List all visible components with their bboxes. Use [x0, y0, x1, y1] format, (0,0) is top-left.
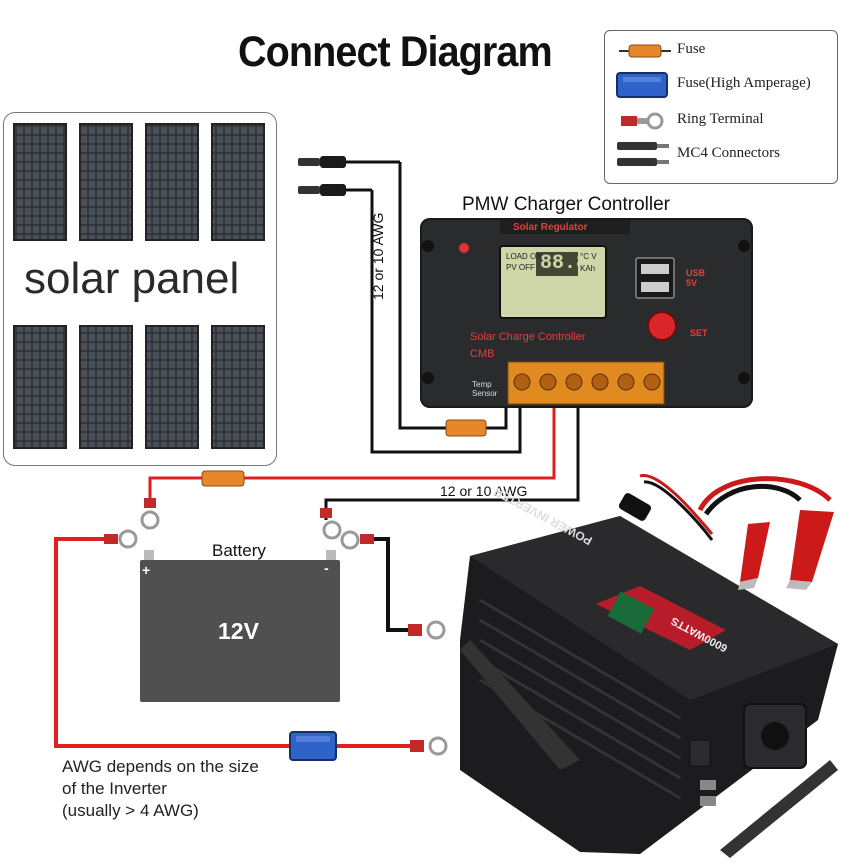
legend-item-mc4: MC4 Connectors: [605, 141, 837, 169]
legend-item-fuse: Fuse: [605, 37, 837, 65]
alligator-clip-cable: [697, 476, 834, 590]
fuse-icon: [619, 44, 671, 58]
temp-sensor-label: Temp Sensor: [472, 380, 498, 398]
inverter-negative-ring: [408, 620, 446, 640]
diagram-title: Connect Diagram: [238, 28, 553, 76]
note-line: of the Inverter: [62, 779, 167, 798]
legend-item-high-fuse: Fuse(High Amperage): [605, 71, 837, 99]
note-line: AWG depends on the size: [62, 757, 259, 776]
inverter-high-fuse: [289, 731, 337, 761]
battery-positive-terminals: [104, 498, 160, 564]
battery-line-fuse: [201, 470, 245, 487]
lcd-digits: 88.8: [540, 252, 589, 275]
controller-fuse: [445, 419, 487, 437]
controller-top-label: Solar Regulator: [513, 222, 588, 233]
inverter-awg-note: AWG depends on the size of the Inverter …: [62, 756, 259, 822]
battery: [140, 560, 340, 702]
mc4-connector-icon: [617, 142, 669, 166]
ring-terminal-icon: [621, 112, 664, 130]
controller-terminal-block: [507, 361, 665, 405]
inverter-switch: [689, 739, 711, 767]
battery-title: Battery: [212, 541, 266, 560]
lcd-unit-a: KAh: [580, 264, 596, 273]
legend-box: Fuse Fuse(High Amperage) Ring Terminal: [604, 30, 838, 184]
lcd-load: LOAD ON: [506, 252, 543, 261]
controller-set-button: [647, 311, 677, 341]
high-amperage-fuse-icon: [616, 72, 668, 98]
controller-lcd: [499, 245, 607, 319]
solar-cells-top-row: [13, 123, 265, 241]
mc4-connector-pair: [298, 156, 400, 196]
cigarette-plug-cable: [618, 474, 714, 541]
inverter-positive-ring: [410, 736, 448, 756]
solar-panel-label: solar panel: [24, 254, 240, 303]
set-label: SET: [690, 328, 708, 338]
solar-cells-bottom-row: [13, 325, 265, 449]
note-line: (usually > 4 AWG): [62, 801, 199, 820]
battery-negative-terminals: [320, 508, 374, 564]
legend-item-ring-terminal: Ring Terminal: [605, 107, 837, 135]
lcd-pv: PV OFF: [506, 263, 535, 272]
horizontal-wire-label: 12 or 10 AWG: [440, 483, 528, 499]
battery-voltage: 12V: [218, 618, 259, 644]
lcd-unit-v: °C V: [580, 252, 597, 261]
controller-title: PMW Charger Controller: [462, 194, 670, 215]
controller-brand: CMB: [470, 348, 495, 360]
usb-label: USB 5V: [686, 268, 706, 288]
battery-plus: +: [142, 562, 151, 578]
controller-bottom-label: Solar Charge Controller: [470, 331, 586, 343]
battery-minus: -: [324, 560, 329, 576]
